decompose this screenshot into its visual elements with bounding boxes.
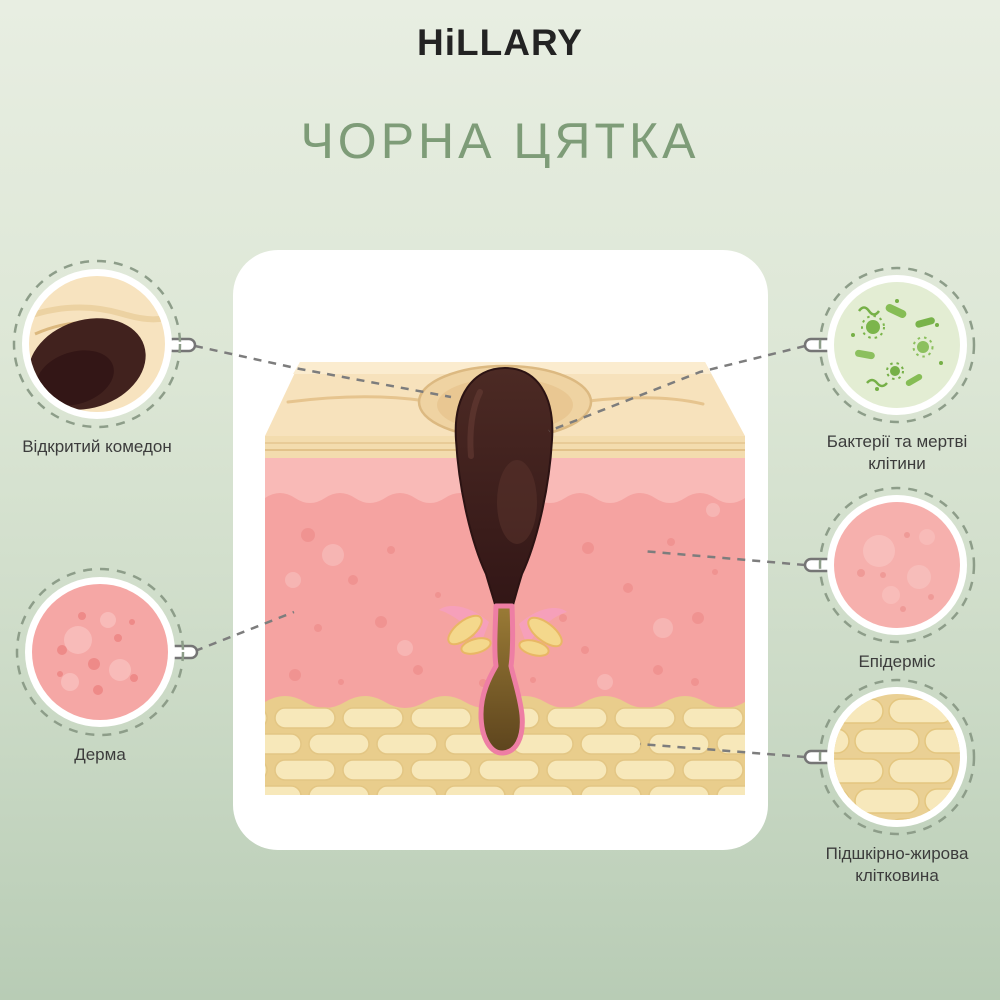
callout-subcutaneous-fat: Підшкірно-жирова клітковина — [799, 677, 995, 887]
skin-diagram-card — [233, 250, 768, 850]
dermis-texture-dots — [285, 503, 720, 690]
page-title: ЧОРНА ЦЯТКА — [300, 113, 700, 169]
callout-bacteria: Бактерії та мертві клітини — [799, 265, 995, 475]
skin-cross-section-illustration — [265, 362, 745, 795]
bacteria-zoom-circle — [818, 266, 976, 424]
hair-follicle — [478, 603, 525, 756]
label-subcutaneous-fat: Підшкірно-жирова клітковина — [825, 844, 969, 886]
callout-derma: Дерма — [0, 566, 200, 766]
subcutaneous-fat-zoom-circle — [818, 678, 976, 836]
open-comedone-zoom-circle — [12, 259, 182, 429]
callout-epidermis: Епідерміс — [799, 485, 995, 673]
label-derma: Дерма — [74, 745, 126, 764]
label-bacteria: Бактерії та мертві клітини — [826, 432, 968, 474]
blackhead-plug — [454, 366, 554, 609]
derma-zoom-circle — [15, 567, 185, 737]
label-epidermis: Епідерміс — [858, 652, 936, 671]
sebaceous-glands — [439, 606, 567, 657]
callout-open-comedone: Відкритий комедон — [0, 258, 197, 458]
epidermis-zoom-circle — [818, 486, 976, 644]
label-open-comedone: Відкритий комедон — [22, 437, 172, 456]
brand-logo: HiLLARY — [417, 22, 583, 63]
